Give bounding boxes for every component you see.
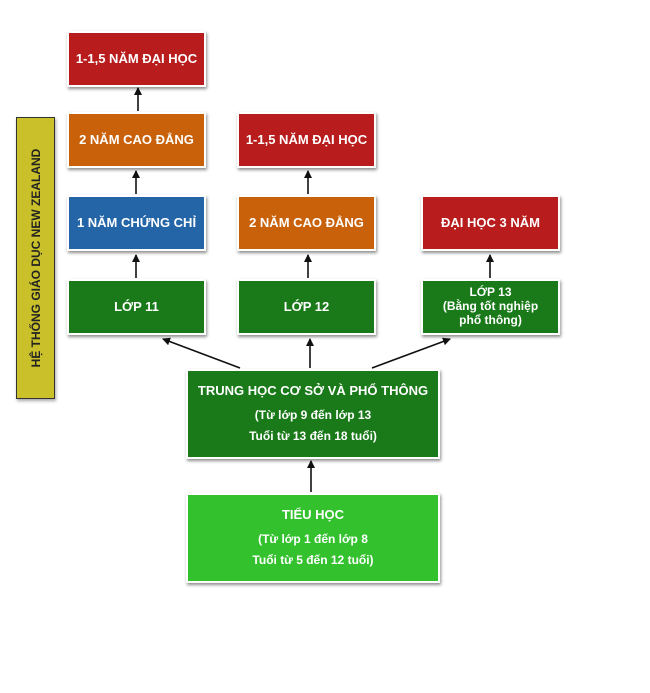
box-secondary-line3: Tuổi từ 13 đến 18 tuổi) bbox=[249, 429, 377, 444]
box-university-right-label: ĐẠI HỌC 3 NĂM bbox=[441, 214, 540, 230]
box-grade13-line3: phổ thông) bbox=[459, 312, 522, 327]
side-label-box: HỆ THỐNG GIÁO DỤC NEW ZEALAND bbox=[16, 117, 55, 399]
box-secondary-title: TRUNG HỌC CƠ SỞ VÀ PHỔ THÔNG bbox=[197, 382, 429, 398]
box-university-mid-label: 1-1,5 NĂM ĐẠI HỌC bbox=[245, 131, 368, 147]
box-grade12-label: LỚP 12 bbox=[283, 298, 330, 314]
box-primary-line3: Tuổi từ 5 đến 12 tuổi) bbox=[252, 553, 374, 568]
box-university-left-label: 1-1,5 NĂM ĐẠI HỌC bbox=[75, 50, 198, 66]
box-university-mid: 1-1,5 NĂM ĐẠI HỌC bbox=[237, 112, 376, 168]
side-label: HỆ THỐNG GIÁO DỤC NEW ZEALAND bbox=[28, 148, 43, 368]
box-grade13-line2: (Bằng tốt nghiệp bbox=[442, 299, 539, 314]
box-college-mid: 2 NĂM CAO ĐẲNG bbox=[237, 195, 376, 251]
box-secondary: TRUNG HỌC CƠ SỞ VÀ PHỔ THÔNG (Từ lớp 9 đ… bbox=[186, 369, 440, 459]
box-grade13-title: LỚP 13 bbox=[469, 285, 512, 300]
arrow-secondary-to-grade13 bbox=[371, 337, 451, 369]
box-primary: TIỂU HỌC (Từ lớp 1 đến lớp 8 Tuổi từ 5 đ… bbox=[186, 493, 440, 583]
box-college-mid-label: 2 NĂM CAO ĐẲNG bbox=[249, 214, 364, 230]
box-university-right: ĐẠI HỌC 3 NĂM bbox=[421, 195, 560, 251]
box-secondary-line2: (Từ lớp 9 đến lớp 13 bbox=[254, 407, 372, 422]
box-college-left: 2 NĂM CAO ĐẲNG bbox=[67, 112, 206, 168]
box-grade11-label: LỚP 11 bbox=[114, 298, 159, 314]
box-primary-line2: (Từ lớp 1 đến lớp 8 bbox=[258, 531, 368, 546]
arrow-secondary-to-grade11 bbox=[162, 337, 241, 369]
box-certificate: 1 NĂM CHỨNG CHỈ bbox=[67, 195, 206, 251]
box-grade11: LỚP 11 bbox=[67, 279, 206, 335]
box-college-left-label: 2 NĂM CAO ĐẲNG bbox=[79, 131, 194, 147]
box-grade12: LỚP 12 bbox=[237, 279, 376, 335]
box-university-left: 1-1,5 NĂM ĐẠI HỌC bbox=[67, 31, 206, 87]
box-grade13: LỚP 13 (Bằng tốt nghiệp phổ thông) bbox=[421, 279, 560, 335]
box-certificate-label: 1 NĂM CHỨNG CHỈ bbox=[76, 214, 197, 230]
box-primary-title: TIỂU HỌC bbox=[281, 506, 345, 522]
